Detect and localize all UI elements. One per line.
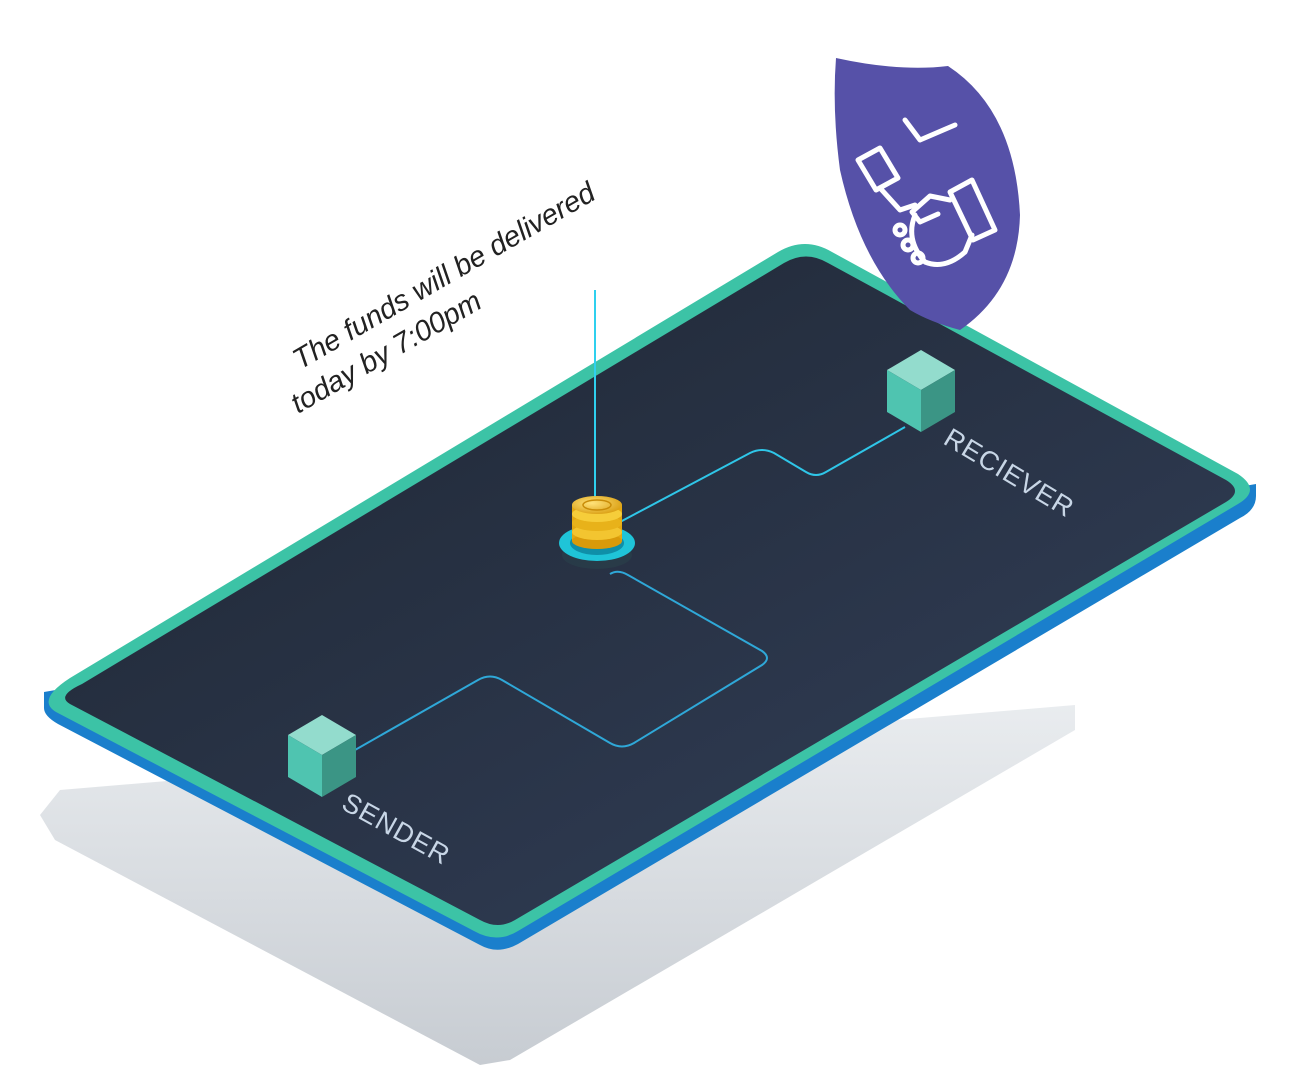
board-surface	[65, 256, 1236, 925]
circuit-line-sender	[354, 570, 768, 751]
annotation-line-1: The funds will be delivered	[288, 176, 602, 376]
coin-stack-icon	[559, 496, 635, 569]
shield-handshake-icon	[834, 58, 1020, 330]
sender-cube	[288, 715, 356, 797]
circuit-line-receiver	[619, 426, 906, 523]
receiver-cube	[887, 350, 955, 432]
